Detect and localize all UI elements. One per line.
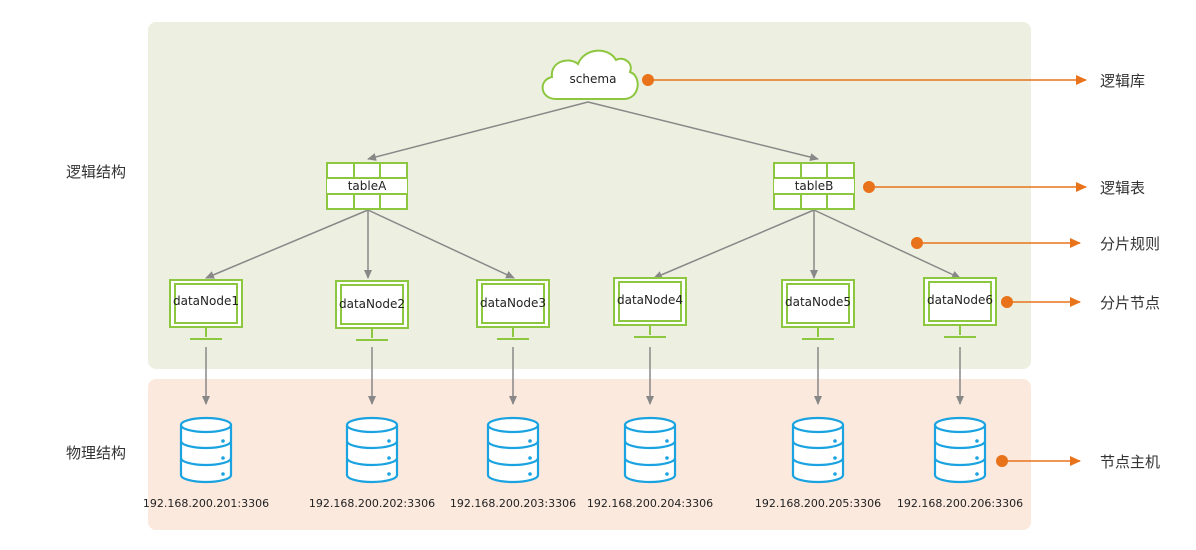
database-icon-1 <box>179 416 233 484</box>
data-node-6-label: dataNode6 <box>927 293 993 307</box>
database-icon-5 <box>791 416 845 484</box>
logical-structure-label: 逻辑结构 <box>66 163 127 181</box>
data-node-2-label: dataNode2 <box>339 297 405 311</box>
monitor-icon-5 <box>781 279 855 340</box>
physical-structure-label: 物理结构 <box>66 444 127 462</box>
monitor-icon-1 <box>169 279 243 340</box>
monitor-icon-4 <box>613 277 687 338</box>
database-icon-4 <box>623 416 677 484</box>
monitor-icon-6 <box>923 277 997 338</box>
annotation-logical-database: 逻辑库 <box>1100 72 1146 90</box>
host-address-4: 192.168.200.204:3306 <box>586 497 714 510</box>
schema-label: schema <box>569 72 617 86</box>
database-icon-3 <box>486 416 540 484</box>
table-b-label: tableB <box>774 179 854 193</box>
annotation-sharding-rule: 分片规则 <box>1100 235 1161 253</box>
data-node-3-label: dataNode3 <box>480 296 546 310</box>
data-node-4-label: dataNode4 <box>617 293 683 307</box>
schema-cloud-icon <box>541 49 639 100</box>
monitor-icon-2 <box>335 280 409 341</box>
host-address-2: 192.168.200.202:3306 <box>308 497 436 510</box>
table-to-datanode-connectors <box>205 209 961 279</box>
host-address-5: 192.168.200.205:3306 <box>754 497 882 510</box>
database-icon-2 <box>345 416 399 484</box>
monitor-icon-3 <box>476 279 550 340</box>
annotation-shard-node: 分片节点 <box>1100 294 1161 312</box>
table-a-label: tableA <box>327 179 407 193</box>
annotation-pointers <box>642 74 1087 467</box>
host-address-3: 192.168.200.203:3306 <box>449 497 577 510</box>
annotation-node-host: 节点主机 <box>1100 453 1161 471</box>
physical-structure-panel <box>148 379 1031 530</box>
data-node-1-label: dataNode1 <box>173 294 239 308</box>
database-icon-6 <box>933 416 987 484</box>
schema-to-tables-connectors <box>367 101 819 161</box>
host-address-6: 192.168.200.206:3306 <box>896 497 1024 510</box>
datanode-to-host-connectors <box>202 347 964 405</box>
host-address-1: 192.168.200.201:3306 <box>142 497 270 510</box>
annotation-logical-table: 逻辑表 <box>1100 179 1146 197</box>
data-node-5-label: dataNode5 <box>785 295 851 309</box>
